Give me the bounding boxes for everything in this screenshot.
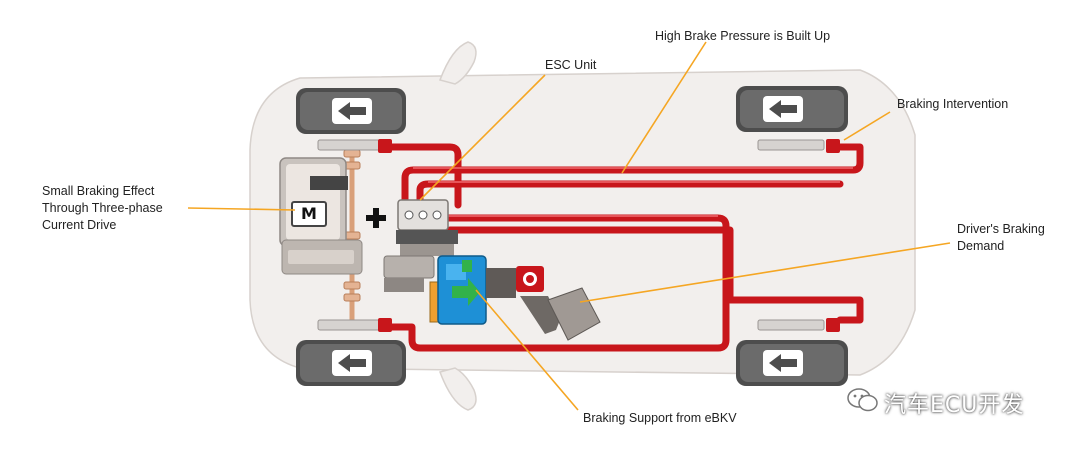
wheel-front-right bbox=[736, 86, 848, 132]
mirror-top bbox=[439, 41, 477, 85]
plus-icon bbox=[366, 208, 386, 228]
ebkv-booster bbox=[383, 255, 544, 325]
label-esc-unit: ESC Unit bbox=[545, 58, 597, 72]
motor-m-badge: M bbox=[301, 204, 317, 223]
mirror-bottom bbox=[439, 367, 477, 411]
wheel-rear-left bbox=[296, 340, 406, 386]
brake-calipers bbox=[317, 139, 840, 332]
wheel-rear-right bbox=[736, 340, 848, 386]
label-high-brake-pressure: High Brake Pressure is Built Up bbox=[655, 29, 831, 43]
watermark-text: 汽车ECU开发 bbox=[884, 393, 1025, 418]
label-small-braking-effect: Small Braking Effect Through Three-phase… bbox=[42, 184, 163, 232]
leader-lines bbox=[187, 41, 951, 411]
wechat-logo-icon bbox=[846, 386, 880, 414]
label-braking-intervention: Braking Intervention bbox=[897, 97, 1009, 111]
label-braking-support-ebkv: Braking Support from eBKV bbox=[583, 411, 737, 425]
wheel-front-left bbox=[296, 88, 406, 134]
label-drivers-braking-demand: Driver's Braking Demand bbox=[957, 222, 1045, 253]
brake-lines-highlight bbox=[413, 167, 853, 217]
esc-unit bbox=[396, 199, 458, 256]
electric-drive-unit bbox=[279, 157, 363, 275]
brake-lines bbox=[386, 143, 864, 352]
